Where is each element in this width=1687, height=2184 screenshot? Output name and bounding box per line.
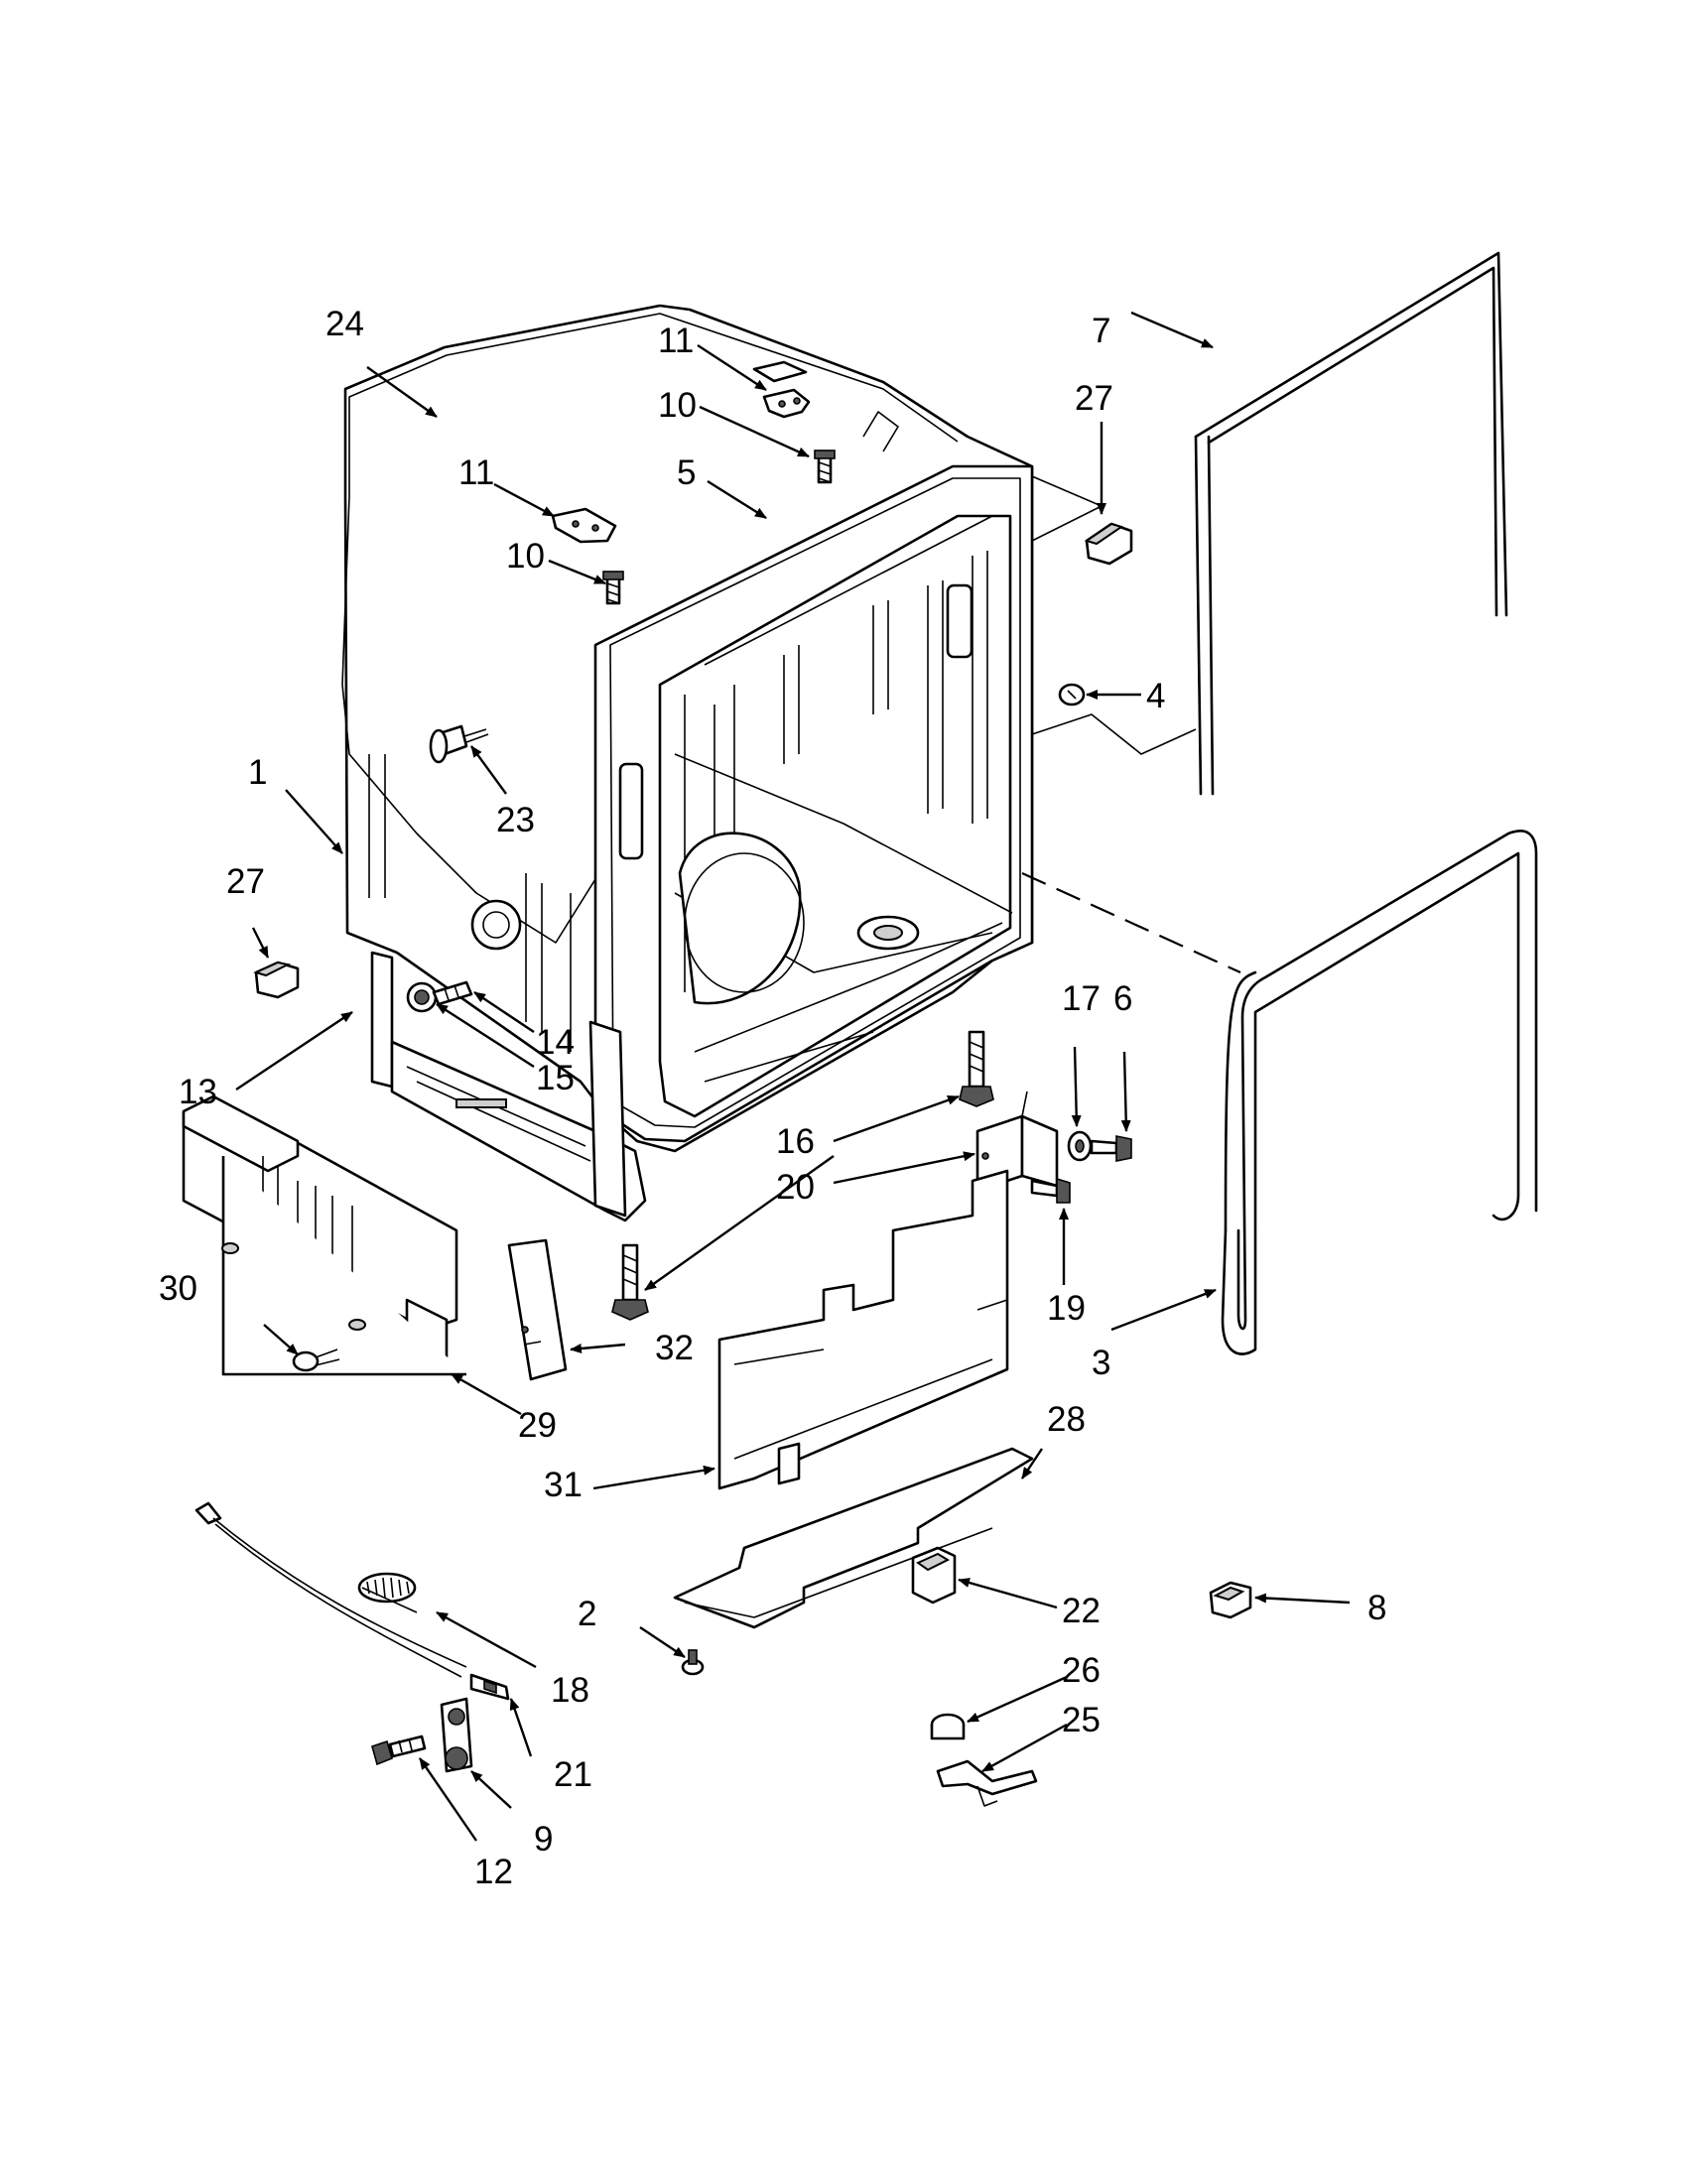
plug-23	[429, 724, 489, 764]
callout-22: 22	[1062, 1592, 1101, 1630]
callout-30: 30	[159, 1269, 197, 1308]
callout-labels: 24 11 10 5 11 10 7 27 4 23 1 27 13 14 15…	[159, 305, 1386, 1891]
callout-25: 25	[1062, 1701, 1101, 1739]
callout-31: 31	[544, 1466, 583, 1504]
callout-12: 12	[474, 1853, 513, 1891]
hinge-bracket-left	[551, 507, 617, 544]
toe-panel-29	[182, 1094, 466, 1376]
leader-line	[1031, 475, 1103, 542]
screw-12	[371, 1734, 427, 1766]
screw-6	[1090, 1135, 1132, 1162]
callout-24: 24	[325, 305, 364, 343]
callout-11-left: 11	[458, 453, 494, 492]
callout-15: 15	[536, 1059, 575, 1097]
thermostat-26	[930, 1713, 966, 1740]
callout-29: 29	[518, 1406, 557, 1445]
callout-18: 18	[551, 1671, 589, 1710]
callout-9: 9	[534, 1820, 553, 1859]
clip-22	[911, 1546, 957, 1605]
callout-10-left: 10	[506, 537, 545, 576]
pulley-14-15	[406, 980, 473, 1013]
plug-4	[1058, 683, 1086, 707]
tub-assembly	[341, 304, 1034, 1222]
callout-27-left: 27	[226, 862, 265, 901]
hinge-bracket-top	[762, 388, 811, 419]
callout-16: 16	[776, 1122, 815, 1161]
callout-3: 3	[1092, 1344, 1110, 1382]
hose-18	[195, 1501, 467, 1678]
insulation-31	[717, 1169, 1009, 1490]
callout-1: 1	[248, 753, 267, 792]
callout-10-top: 10	[658, 386, 697, 425]
screw-10-left	[602, 571, 624, 605]
callout-17: 17	[1062, 979, 1101, 1018]
callout-28: 28	[1047, 1400, 1086, 1439]
washer-17	[1067, 1130, 1093, 1162]
callout-2: 2	[578, 1595, 596, 1633]
callout-19: 19	[1047, 1289, 1086, 1328]
callout-13: 13	[179, 1073, 217, 1111]
callout-7: 7	[1092, 312, 1110, 350]
callout-21: 21	[554, 1755, 592, 1794]
callout-8: 8	[1367, 1589, 1386, 1627]
callout-6: 6	[1113, 979, 1132, 1018]
screw-30	[292, 1349, 340, 1372]
callout-23: 23	[496, 801, 535, 839]
screw-19	[1030, 1177, 1071, 1204]
callout-20: 20	[776, 1168, 815, 1207]
callout-32: 32	[655, 1329, 694, 1367]
label-32	[507, 1238, 568, 1381]
leveling-leg-16-lower	[611, 1243, 649, 1321]
tub-gasket-7	[1194, 251, 1508, 796]
bracket-25	[936, 1759, 1038, 1807]
foot-2	[681, 1649, 705, 1676]
bracket-20	[975, 1091, 1059, 1193]
callout-27-right: 27	[1075, 379, 1113, 418]
callout-11-top: 11	[658, 321, 694, 360]
clamp-21	[469, 1673, 510, 1701]
spacer-27-left	[253, 961, 300, 999]
grommet-9	[440, 1697, 473, 1773]
door-gasket-3	[1221, 830, 1538, 1355]
callout-26: 26	[1062, 1651, 1101, 1690]
callout-4: 4	[1146, 677, 1165, 715]
screw-10-top	[814, 450, 836, 484]
callout-arrows	[235, 311, 1351, 1842]
spacer-27-right	[1084, 522, 1133, 566]
callout-14: 14	[536, 1023, 575, 1062]
assembly-line	[1021, 871, 1241, 974]
leveling-leg-16-upper	[959, 1030, 994, 1107]
clip-8	[1209, 1581, 1252, 1619]
leader-line	[1031, 713, 1197, 755]
callout-5: 5	[677, 453, 696, 492]
